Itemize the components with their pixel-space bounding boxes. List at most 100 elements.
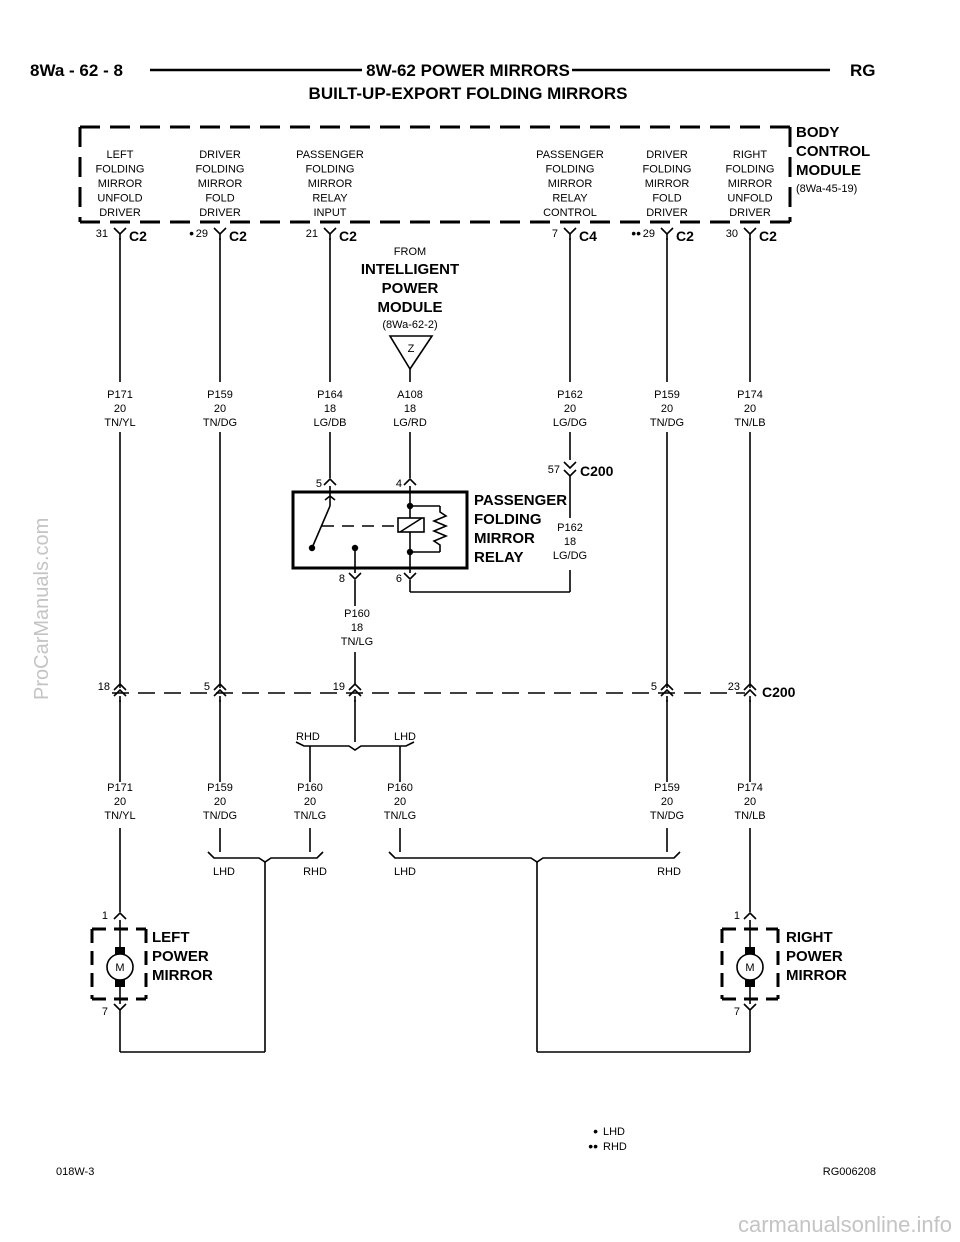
upper-wire-5-color: LG/DG [553, 417, 587, 429]
page-header: 8Wa - 62 - 8 8W-62 POWER MIRRORS RG BUIL… [30, 61, 876, 103]
footer-right-code: RG006208 [823, 1166, 876, 1178]
c200-inline-label: C200 [580, 463, 614, 479]
lower-wire-6-color: TN/LB [734, 810, 765, 822]
p160-relay-gauge: 18 [351, 622, 363, 634]
c200-row-label: C200 [762, 684, 796, 700]
ipm-from-label: FROM [394, 246, 426, 258]
bottom-watermark: carmanualsonline.info [738, 1212, 952, 1237]
legend-text-rhd: RHD [603, 1141, 627, 1153]
c200-pin-2-symbol [213, 682, 227, 697]
lower-wire-6-id: P174 [737, 782, 763, 794]
side-watermark: ProCarManuals.com [31, 518, 53, 700]
upper-wire-7-id: P174 [737, 389, 763, 401]
splice-label-3: LHD [394, 866, 416, 878]
left-mirror-pin-top: 1 [102, 910, 108, 922]
bcm-connector-2-symbol [213, 227, 227, 236]
bcm-output-4-connector: C4 [579, 228, 597, 244]
left-mirror-motor-icon [106, 953, 134, 981]
relay-title-line-3: MIRROR [474, 530, 535, 547]
right-mirror-title-3: MIRROR [786, 967, 847, 984]
c200-pin-1-symbol [113, 682, 127, 697]
upper-wire-6-id: P159 [654, 389, 680, 401]
bcm-output-2-label-line-2: FOLDING [196, 164, 245, 176]
bcm-output-1-label-line-4: UNFOLD [97, 193, 142, 205]
bcm-output-2-variant-mark: • [189, 225, 194, 241]
right-mirror-title-1: RIGHT [786, 929, 833, 946]
relay-pin-6: 6 [396, 573, 402, 585]
c200-pin-2-number: 5 [204, 681, 210, 693]
bcm-output-1-label-line-5: DRIVER [99, 207, 141, 219]
bcm-output-5-variant-mark: •• [631, 225, 641, 241]
upper-wire-1-id: P171 [107, 389, 133, 401]
c200-inline-connector: 57 C200 P162 18 LG/DG [548, 461, 614, 562]
bcm-connector-3-symbol [323, 227, 337, 236]
left-mirror-title-3: MIRROR [152, 967, 213, 984]
left-mirror-pin-bottom: 7 [102, 1006, 108, 1018]
splice-label-2: RHD [303, 866, 327, 878]
bcm-title-line-1: BODY [796, 124, 839, 141]
lower-wire-3-id: P160 [297, 782, 323, 794]
bcm-output-3-label-line-1: PASSENGER [296, 149, 364, 161]
splice-label-1: LHD [213, 866, 235, 878]
split-right-label: LHD [394, 731, 416, 743]
c200-pin-3-symbol [348, 682, 362, 697]
upper-wire-1-color: TN/YL [104, 417, 135, 429]
bcm-title-line-2: CONTROL [796, 143, 870, 160]
bcm-output-3-label-line-3: MIRROR [308, 178, 353, 190]
ipm-reference: (8Wa-62-2) [382, 319, 437, 331]
right-mirror-title-2: POWER [786, 948, 843, 965]
bcm-title-line-3: MODULE [796, 162, 861, 179]
bcm-output-2-pin: 29 [196, 228, 208, 240]
upper-wire-7-gauge: 20 [744, 403, 756, 415]
upper-wire-5-gauge: 20 [564, 403, 576, 415]
ipm-title-line-2: POWER [382, 280, 439, 297]
bcm-output-6-label-line-3: MIRROR [728, 178, 773, 190]
splice-bars: LHD RHD LHD RHD [207, 851, 681, 1052]
c200-pin-5-number: 23 [728, 681, 740, 693]
bcm-connector-5-symbol [660, 227, 674, 236]
bcm-output-1-label-line-1: LEFT [107, 149, 134, 161]
rhd-lhd-split: RHD LHD [295, 700, 416, 782]
lower-wire-5-id: P159 [654, 782, 680, 794]
relay-title-line-2: FOLDING [474, 511, 542, 528]
c200-pin-1-number: 18 [98, 681, 110, 693]
bcm-reference: (8Wa-45-19) [796, 183, 857, 195]
ipm-triangle-symbol [388, 335, 434, 371]
upper-wire-labels: P17120TN/YLP15920TN/DGP16418LG/DBA10818L… [104, 389, 765, 429]
p160-relay-id: P160 [344, 608, 370, 620]
lower-wire-2-color: TN/DG [203, 810, 237, 822]
upper-wire-4-color: LG/RD [393, 417, 427, 429]
lower-wire-2-gauge: 20 [214, 796, 226, 808]
right-mirror-motor-icon [736, 953, 764, 981]
bcm-output-3-label-line-4: RELAY [312, 193, 348, 205]
upper-wire-2-color: TN/DG [203, 417, 237, 429]
lower-wire-4-id: P160 [387, 782, 413, 794]
split-left-label: RHD [296, 731, 320, 743]
header-title: 8W-62 POWER MIRRORS [366, 61, 570, 80]
upper-wires [119, 238, 751, 688]
left-power-mirror: 1 M 7 LEFT POWER MIRROR [90, 910, 265, 1053]
c200-pin-3-number: 19 [333, 681, 345, 693]
bcm-output-6-label-line-2: FOLDING [726, 164, 775, 176]
bcm-connector-4-symbol [563, 227, 577, 236]
legend-text-lhd: LHD [603, 1126, 625, 1138]
left-mirror-title-1: LEFT [152, 929, 190, 946]
legend: • LHD •• RHD [588, 1123, 627, 1154]
upper-wire-2-id: P159 [207, 389, 233, 401]
upper-wire-3-gauge: 18 [324, 403, 336, 415]
bcm-output-4-label-line-3: MIRROR [548, 178, 593, 190]
bcm-output-5-pin: 29 [643, 228, 655, 240]
bcm-output-4-label-line-2: FOLDING [546, 164, 595, 176]
p160-relay-color: TN/LG [341, 636, 373, 648]
relay-output-wire: P160 18 TN/LG [341, 580, 373, 684]
upper-wire-6-color: TN/DG [650, 417, 684, 429]
relay-pin-5: 5 [316, 478, 322, 490]
right-mirror-pin-top: 1 [734, 910, 740, 922]
bcm-output-1-pin: 31 [96, 228, 108, 240]
bcm-output-6-label-line-5: DRIVER [729, 207, 771, 219]
ipm-title-line-1: INTELLIGENT [361, 261, 459, 278]
lower-wire-1-color: TN/YL [104, 810, 135, 822]
relay-pin-4: 4 [396, 478, 402, 490]
bcm-output-4-pin: 7 [552, 228, 558, 240]
